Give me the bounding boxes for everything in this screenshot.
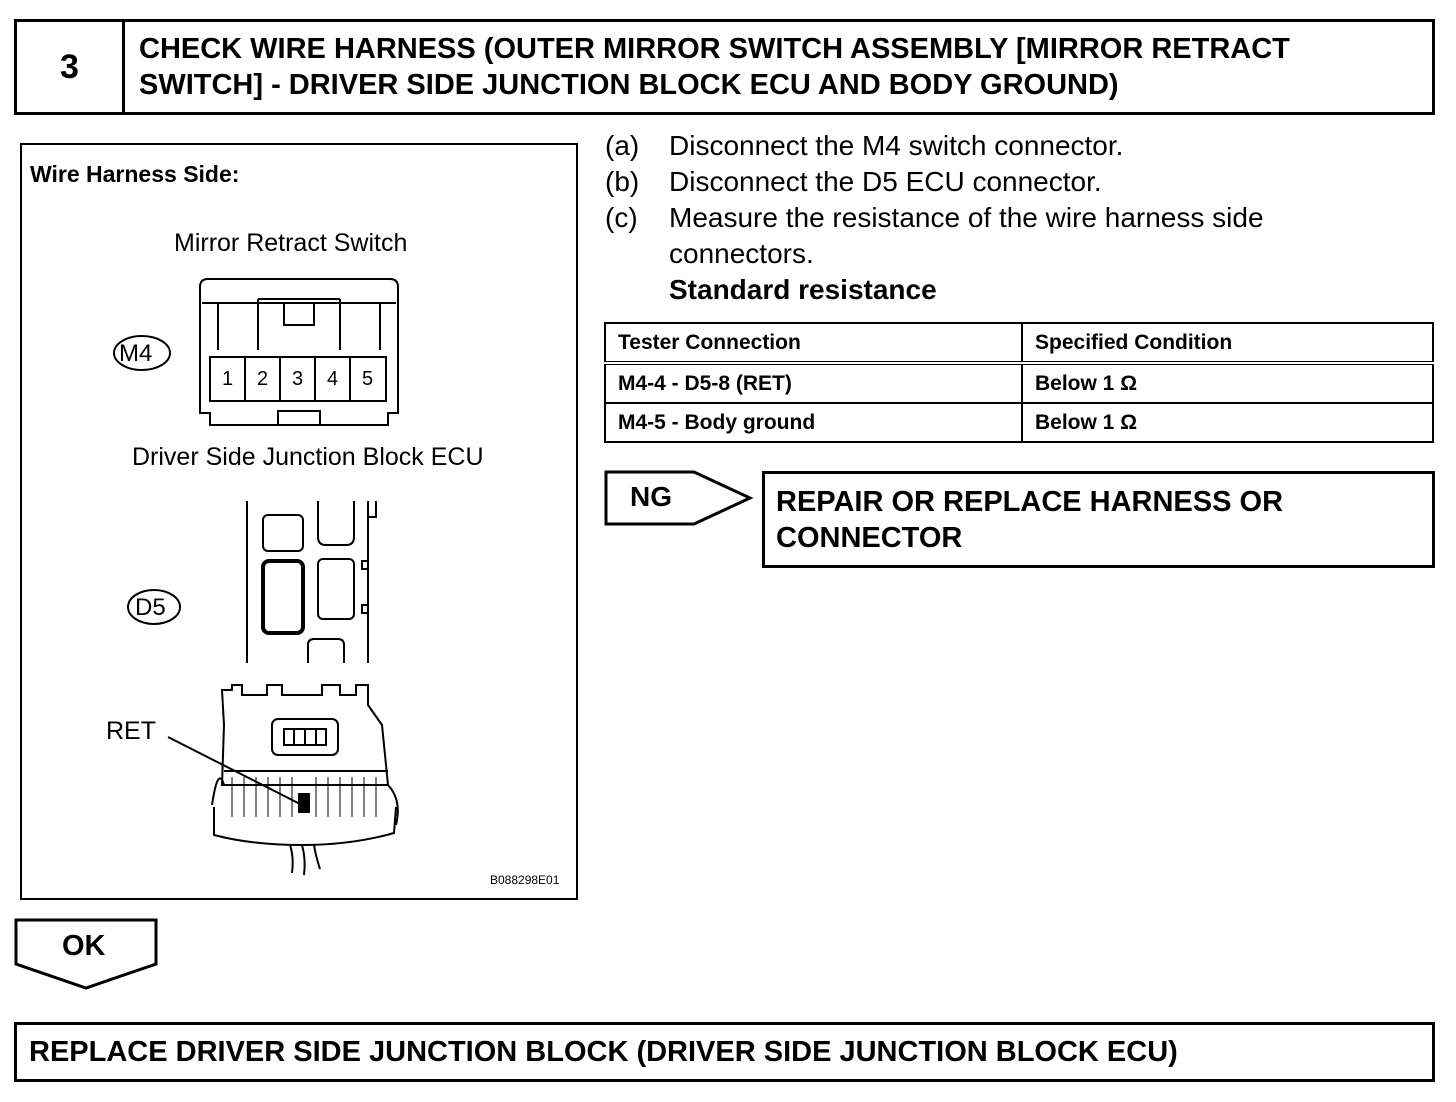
instruction-a: (a) Disconnect the M4 switch connector. [605, 130, 1124, 161]
resistance-table: Tester Connection Specified Condition M4… [604, 322, 1434, 443]
d5-connector-code: D5 [135, 594, 166, 621]
d5-ecu-drawing [246, 501, 377, 663]
connector-illustration [113, 278, 399, 876]
switch-label: Mirror Retract Switch [174, 229, 408, 257]
instruction-b: (b) Disconnect the D5 ECU connector. [605, 166, 1102, 197]
ng-result-box: REPAIR OR REPLACE HARNESS OR CONNECTOR [762, 471, 1435, 568]
pin-5: 5 [361, 368, 374, 390]
table-cell: Below 1 Ω [1021, 402, 1434, 443]
ret-leader-line [167, 736, 303, 806]
table-cell: M4-4 - D5-8 (RET) [604, 362, 1023, 404]
ng-label: NG [630, 481, 672, 512]
table-cell: Below 1 Ω [1021, 362, 1434, 404]
diagram-heading: Wire Harness Side: [30, 161, 240, 187]
pin-1: 1 [221, 368, 234, 390]
ok-result-box: REPLACE DRIVER SIDE JUNCTION BLOCK (DRIV… [14, 1022, 1435, 1082]
step-title: CHECK WIRE HARNESS (OUTER MIRROR SWITCH … [139, 31, 1419, 103]
step-title-line-2: SWITCH] - DRIVER SIDE JUNCTION BLOCK ECU… [139, 69, 1119, 101]
table-header: Tester Connection [604, 322, 1023, 365]
ng-arrow-icon [604, 470, 754, 526]
table-cell: M4-5 - Body ground [604, 402, 1023, 443]
instruction-c: (c) Measure the resistance of the wire h… [605, 202, 1264, 269]
m4-connector-drawing [199, 278, 399, 426]
ok-label: OK [62, 930, 106, 962]
ok-arrow-icon [14, 918, 158, 990]
instructions: (a) Disconnect the M4 switch connector. … [605, 128, 1435, 308]
m4-badge [113, 335, 171, 371]
table-row: M4-4 - D5-8 (RET) Below 1 Ω [604, 362, 1434, 404]
m4-connector-code: M4 [119, 340, 153, 367]
pin-2: 2 [256, 368, 269, 390]
standard-heading: Standard resistance [669, 274, 937, 305]
step-title-line-1: CHECK WIRE HARNESS (OUTER MIRROR SWITCH … [139, 33, 1290, 65]
ng-result-line-2: CONNECTOR [776, 522, 963, 554]
figure-id: B088298E01 [490, 873, 560, 887]
ecu-label: Driver Side Junction Block ECU [132, 443, 484, 471]
pin-3: 3 [291, 368, 304, 390]
step-number: 3 [17, 22, 125, 112]
d5-badge [127, 589, 181, 625]
d5-connector-drawing [211, 684, 399, 876]
wire-harness-diagram: Wire Harness Side: Mirror Retract Switch… [20, 143, 578, 900]
table-header-row: Tester Connection Specified Condition [604, 322, 1434, 365]
ret-label: RET [106, 717, 156, 745]
ng-result-line-1: REPAIR OR REPLACE HARNESS OR [776, 486, 1284, 518]
table-header: Specified Condition [1021, 322, 1434, 365]
step-header: 3 CHECK WIRE HARNESS (OUTER MIRROR SWITC… [14, 19, 1435, 115]
ret-terminal-mark [298, 793, 310, 813]
table-row: M4-5 - Body ground Below 1 Ω [604, 402, 1434, 443]
pin-4: 4 [326, 368, 339, 390]
